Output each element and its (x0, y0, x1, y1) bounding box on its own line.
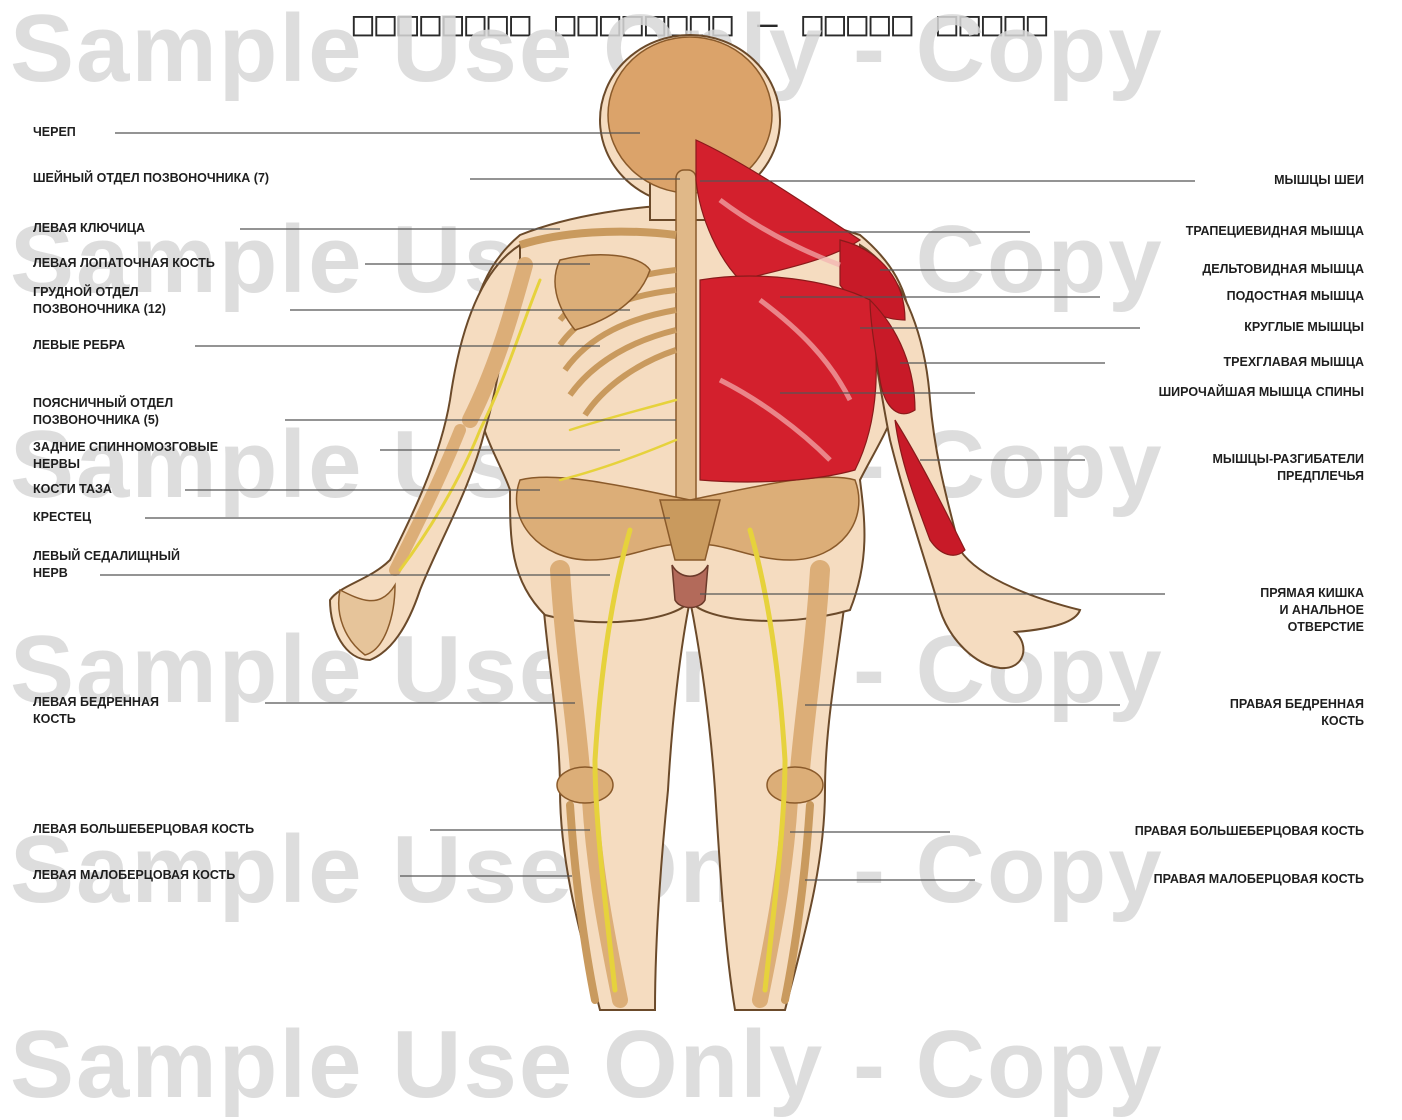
label-latissimus: ШИРОЧАЙШАЯ МЫШЦА СПИНЫ (1159, 384, 1364, 401)
label-pelvic-bones: КОСТИ ТАЗА (33, 481, 112, 498)
label-sciatic-nerve: ЛЕВЫЙ СЕДАЛИЩНЫЙ НЕРВ (33, 548, 180, 582)
label-lumbar-spine: ПОЯСНИЧНЫЙ ОТДЕЛ ПОЗВОНОЧНИКА (5) (33, 395, 173, 429)
label-triceps: ТРЕХГЛАВАЯ МЫШЦА (1224, 354, 1364, 371)
label-spinal-nerves: ЗАДНИЕ СПИННОМОЗГОВЫЕ НЕРВЫ (33, 439, 218, 473)
label-right-fibula: ПРАВАЯ МАЛОБЕРЦОВАЯ КОСТЬ (1154, 871, 1364, 888)
label-trapezius: ТРАПЕЦИЕВИДНАЯ МЫШЦА (1186, 223, 1364, 240)
label-deltoid: ДЕЛЬТОВИДНАЯ МЫШЦА (1202, 261, 1364, 278)
label-left-fibula: ЛЕВАЯ МАЛОБЕРЦОВАЯ КОСТЬ (33, 867, 235, 884)
label-neck-muscles: МЫШЦЫ ШЕИ (1274, 172, 1364, 189)
label-left-femur: ЛЕВАЯ БЕДРЕННАЯ КОСТЬ (33, 694, 159, 728)
label-left-tibia: ЛЕВАЯ БОЛЬШЕБЕРЦОВАЯ КОСТЬ (33, 821, 254, 838)
label-left-scapula: ЛЕВАЯ ЛОПАТОЧНАЯ КОСТЬ (33, 255, 215, 272)
label-left-clavicle: ЛЕВАЯ КЛЮЧИЦА (33, 220, 145, 237)
label-thoracic-spine: ГРУДНОЙ ОТДЕЛ ПОЗВОНОЧНИКА (12) (33, 284, 166, 318)
back-muscles (700, 276, 876, 482)
label-rectum: ПРЯМАЯ КИШКА И АНАЛЬНОЕ ОТВЕРСТИЕ (1260, 585, 1364, 636)
right-knee (767, 767, 823, 803)
label-forearm-extensors: МЫШЦЫ-РАЗГИБАТЕЛИ ПРЕДПЛЕЧЬЯ (1212, 451, 1364, 485)
anatomy-figure (0, 0, 1402, 1067)
label-right-tibia: ПРАВАЯ БОЛЬШЕБЕРЦОВАЯ КОСТЬ (1135, 823, 1364, 840)
label-left-ribs: ЛЕВЫЕ РЕБРА (33, 337, 125, 354)
label-sacrum: КРЕСТЕЦ (33, 509, 91, 526)
label-right-femur: ПРАВАЯ БЕДРЕННАЯ КОСТЬ (1230, 696, 1364, 730)
label-teres: КРУГЛЫЕ МЫШЦЫ (1244, 319, 1364, 336)
left-knee (557, 767, 613, 803)
label-cervical-spine: ШЕЙНЫЙ ОТДЕЛ ПОЗВОНОЧНИКА (7) (33, 170, 269, 187)
label-infraspinatus: ПОДОСТНАЯ МЫШЦА (1227, 288, 1364, 305)
label-skull: ЧЕРЕП (33, 124, 76, 141)
spine (676, 170, 696, 530)
